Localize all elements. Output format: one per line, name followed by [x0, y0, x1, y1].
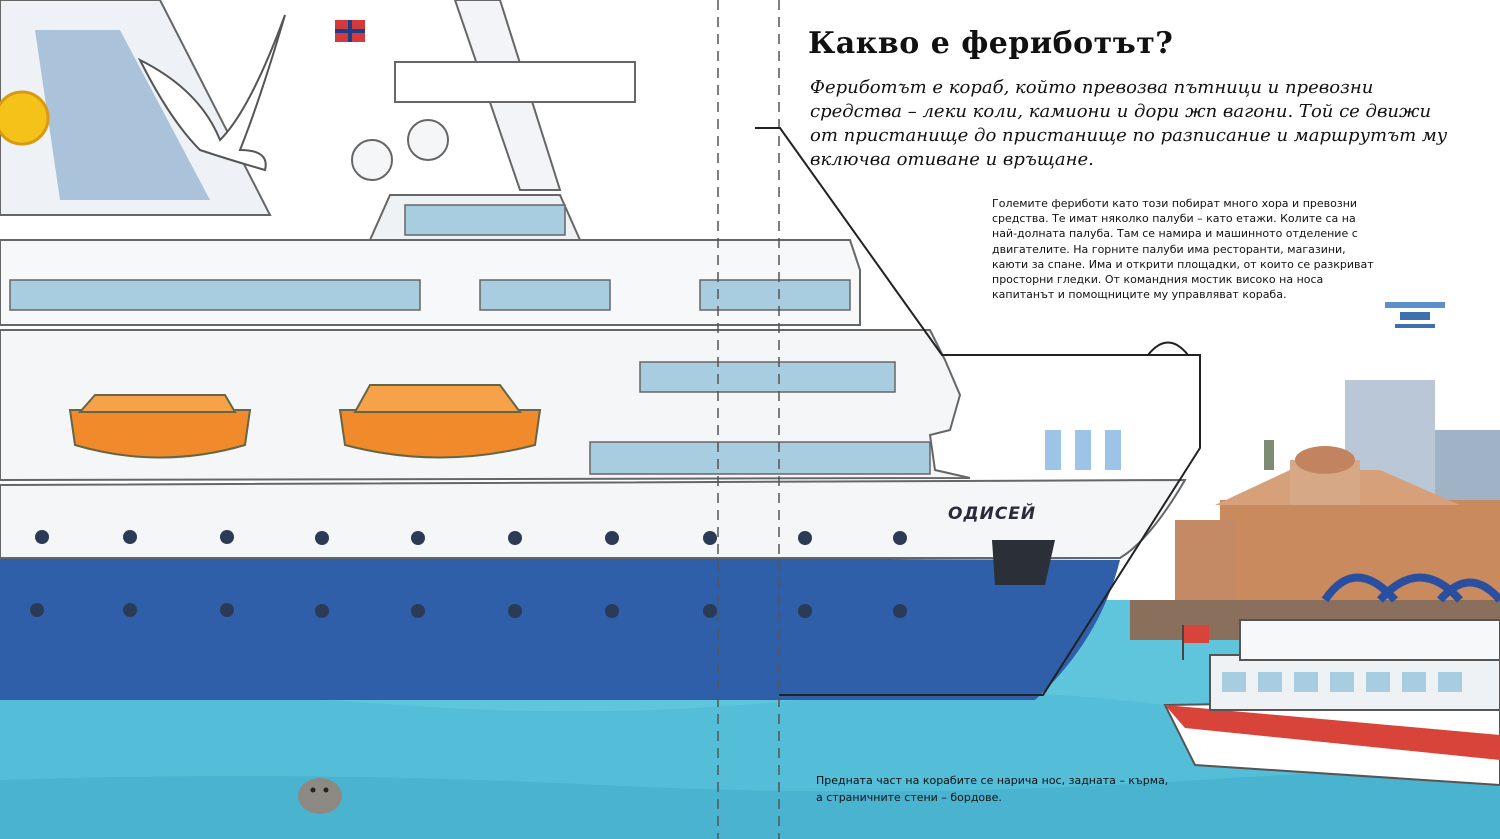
seal-icon: [298, 778, 342, 814]
lifeboat: [338, 409, 542, 459]
seaplane-icon: [1385, 302, 1445, 328]
small-boat: [1163, 619, 1500, 787]
lifeboat: [68, 409, 252, 459]
ship-name-label: ОДИСЕЙ: [948, 504, 1037, 524]
caption-text: Предната част на корабите се нарича нос,…: [816, 774, 1169, 804]
ferry-ship: [0, 0, 1187, 700]
body-paragraph: Големите фериботи като този побират мног…: [992, 197, 1374, 302]
anchor-icon: [992, 540, 1055, 585]
seagull-icon: [137, 14, 286, 172]
intro-paragraph: Фериботът е кораб, който превозва пътниц…: [810, 77, 1448, 170]
page-title: Какво е фериботът?: [808, 26, 1174, 61]
